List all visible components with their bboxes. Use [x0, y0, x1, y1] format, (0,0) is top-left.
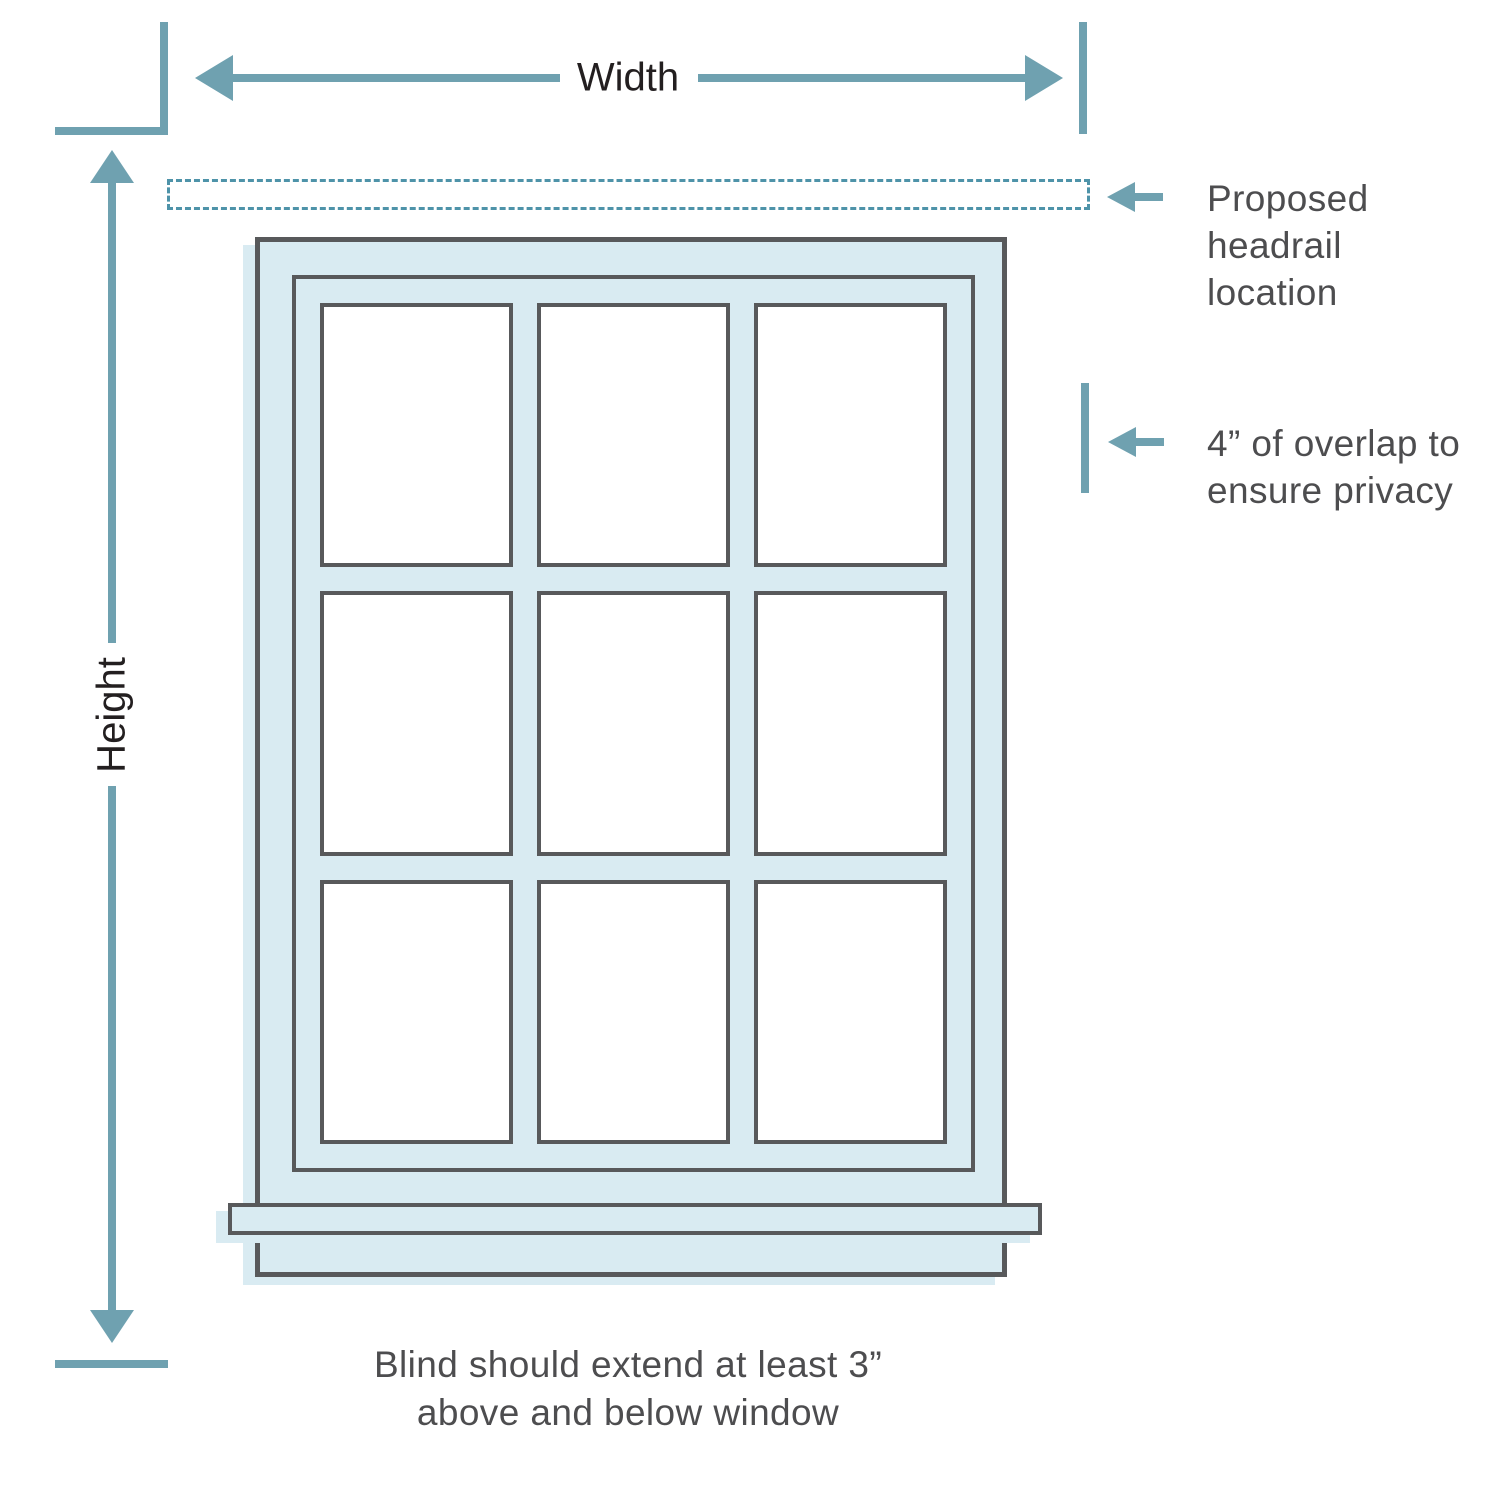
overlap-pointer-arrowhead-icon: [1108, 427, 1136, 457]
width-arrowhead-right-icon: [1025, 55, 1063, 101]
height-extent-tick-bottom: [55, 1360, 168, 1368]
width-arrowhead-left-icon: [195, 55, 233, 101]
caption: Blind should extend at least 3” above an…: [263, 1341, 993, 1437]
height-extent-tick-top: [55, 127, 168, 135]
window-sill: [228, 1203, 1042, 1235]
window-pane: [320, 303, 513, 568]
width-arrow-shaft-left: [233, 74, 560, 82]
overlap-extent-tick: [1081, 383, 1089, 493]
window-pane: [320, 879, 513, 1144]
window-pane: [537, 303, 730, 568]
headrail-label: Proposed headrail location: [1207, 175, 1369, 316]
window-pane: [754, 879, 947, 1144]
window-pane: [320, 591, 513, 856]
width-label: Width: [576, 55, 680, 100]
caption-line: above and below window: [416, 1392, 840, 1433]
headrail-pointer-shaft: [1135, 193, 1163, 201]
overlap-label: 4” of overlap to ensure privacy: [1207, 420, 1460, 514]
headrail-label-line: Proposed: [1207, 178, 1369, 219]
headrail-label-line: location: [1207, 272, 1338, 313]
width-extent-tick-right: [1079, 22, 1087, 134]
height-arrow-shaft-bottom: [108, 786, 116, 1310]
window-pane: [537, 591, 730, 856]
window-pane: [537, 879, 730, 1144]
window-pane-grid: [320, 303, 947, 1144]
window-inner-frame: [292, 275, 975, 1172]
overlap-label-line: 4” of overlap to: [1207, 423, 1461, 464]
overlap-label-line: ensure privacy: [1207, 470, 1454, 511]
caption-line: Blind should extend at least 3”: [373, 1344, 883, 1385]
height-arrow-shaft-top: [108, 183, 116, 643]
headrail-label-line: headrail: [1207, 225, 1342, 266]
height-label: Height: [89, 657, 134, 773]
window-outer-frame: [255, 237, 1007, 1277]
width-extent-tick-left: [160, 22, 168, 132]
window-pane: [754, 591, 947, 856]
width-arrow-shaft-right: [698, 74, 1025, 82]
overlap-pointer-shaft: [1136, 438, 1164, 446]
height-arrowhead-up-icon: [90, 150, 134, 183]
height-arrowhead-down-icon: [90, 1310, 134, 1343]
headrail-pointer-arrowhead-icon: [1107, 182, 1135, 212]
headrail-dashed-outline: [167, 179, 1090, 210]
window-pane: [754, 303, 947, 568]
